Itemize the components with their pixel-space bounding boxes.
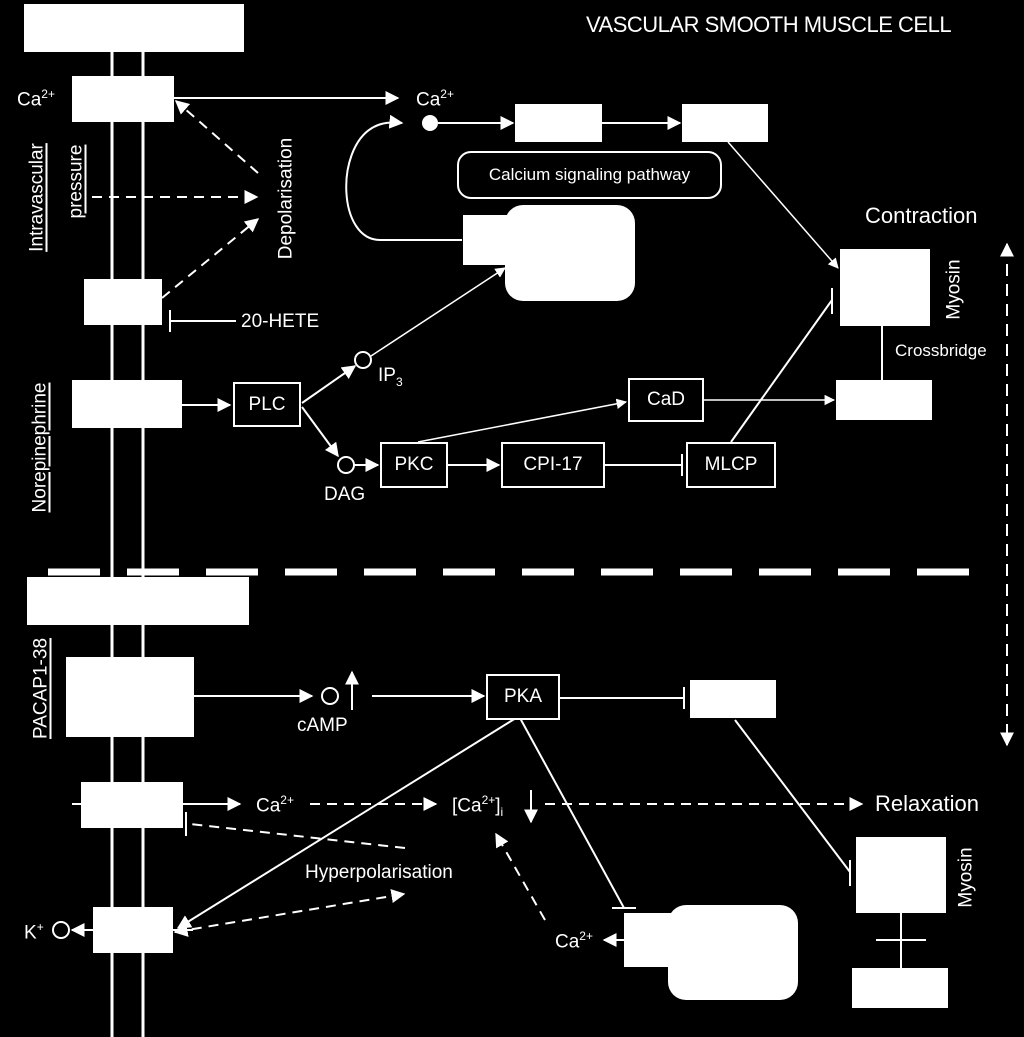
label-camp: cAMP [297, 715, 348, 736]
node-pka[interactable]: PKA [486, 674, 560, 720]
channel-hete [84, 279, 162, 325]
dash-k-to-hyperpol [173, 889, 406, 937]
sr-body-top [505, 205, 635, 301]
channel-ca-top [72, 76, 174, 122]
ip3-circle [354, 351, 372, 369]
label-myosin-bottom: Myosin [955, 847, 977, 908]
arrow-mlck-to-myosin [727, 141, 839, 269]
k-circle [52, 921, 70, 939]
channel-k [93, 907, 173, 953]
calmodulin-box [515, 104, 602, 142]
label-ca-low: Ca2+ [256, 793, 294, 817]
myosin-head-top [840, 249, 930, 326]
inhibit-mlcp-myosin [730, 299, 833, 443]
receptor-norepinephrine [72, 380, 182, 428]
pka-target-box [690, 680, 776, 718]
node-pkc[interactable]: PKC [380, 442, 448, 488]
arrow-plc-to-dag [301, 406, 339, 458]
node-cpi17[interactable]: CPI-17 [501, 442, 605, 488]
node-mlcp[interactable]: MLCP [686, 442, 776, 488]
sr-release-curve [345, 114, 462, 241]
dash-sr-to-cai [495, 832, 546, 921]
channel-ca-low [81, 782, 183, 828]
sr-body-bottom [668, 905, 798, 1000]
actin-box-bottom [852, 968, 948, 1008]
header-block-bottom [27, 577, 249, 625]
header-block-top [24, 4, 244, 52]
calcium-pathway-pill[interactable]: Calcium signaling pathway [457, 151, 722, 199]
myosin-head-bottom [856, 837, 946, 913]
node-plc[interactable]: PLC [233, 382, 301, 427]
arrow-plc-to-ip3 [301, 365, 357, 404]
label-depolarisation: Depolarisation [275, 137, 297, 260]
label-relaxation: Relaxation [875, 791, 979, 816]
dag-circle [337, 456, 355, 474]
ca-node-circle [422, 115, 438, 131]
label-crossbridge: Crossbridge [895, 341, 987, 360]
label-ca-mid: Ca2+ [416, 87, 454, 111]
diagram-title: VASCULAR SMOOTH MUSCLE CELL [586, 12, 952, 37]
label-ca-sr: Ca2+ [555, 929, 593, 953]
label-dag: DAG [324, 484, 366, 505]
node-cad[interactable]: CaD [628, 378, 704, 422]
arrow-ip3-to-sr [370, 267, 506, 357]
label-pacap: PACAP1-38 [30, 637, 52, 740]
inhibit-pka-sr [519, 717, 625, 909]
label-intravascular: Intravascular [26, 143, 48, 252]
dash-depol-to-channel [174, 100, 259, 174]
label-ca-intracellular: [Ca2+]i [452, 793, 504, 820]
label-norepinephrine: Norepinephrine [29, 382, 51, 513]
label-hyperpolarisation: Hyperpolarisation [305, 862, 453, 883]
label-ip3: IP3 [378, 365, 403, 389]
dash-hete-to-depol [161, 218, 260, 299]
label-pressure: pressure [65, 144, 87, 219]
camp-circle [321, 687, 339, 705]
actin-box-top [836, 380, 932, 420]
label-myosin-top: Myosin [943, 259, 965, 320]
inhibit-target-myosin [734, 719, 851, 873]
arrow-pka-to-k [176, 717, 517, 929]
label-k: K+ [24, 920, 44, 944]
receptor-pacap [66, 657, 194, 737]
label-ca-left: Ca2+ [17, 87, 55, 111]
inhibit-hyperpol-ca-channel [189, 823, 406, 849]
arrow-pkc-to-cad [417, 398, 628, 443]
mlck-box [682, 104, 768, 142]
label-hete: 20-HETE [241, 311, 320, 332]
label-contraction: Contraction [865, 203, 978, 228]
